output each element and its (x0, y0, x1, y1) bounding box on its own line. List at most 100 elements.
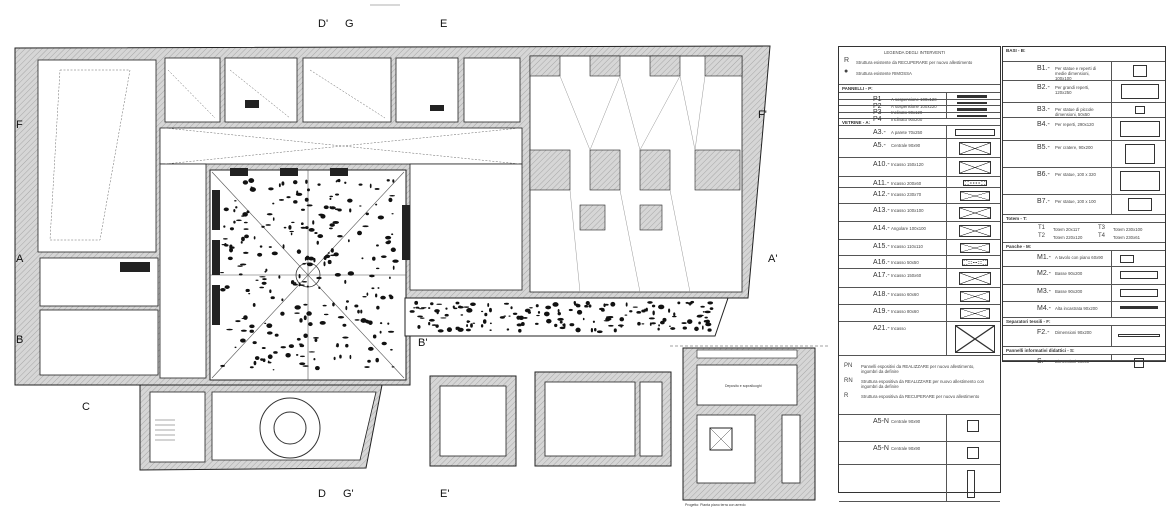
legend-description: Per grandi reperti, 120x250 (1055, 85, 1090, 95)
panel-symbol-icon (957, 101, 987, 104)
display-cases (120, 100, 444, 325)
legend-description: Basse 90x200 (1055, 289, 1083, 294)
portico-vegetation (409, 300, 714, 334)
legend-symbol-cell (946, 442, 1000, 464)
legend-code: B3.- (1037, 106, 1050, 113)
base-symbol-icon (1120, 121, 1160, 137)
legend-symbol-cell (946, 305, 1000, 321)
legend-description: Centrale 90x90 (891, 446, 921, 451)
panel-symbol-icon (957, 95, 987, 98)
legend-row: F2.-Dimensioni 90x200 (1003, 326, 1165, 347)
legend-symbol-cell (1111, 267, 1165, 284)
note-code: RN (844, 378, 853, 384)
legend-description: Dimensioni 90x90 (1055, 359, 1090, 364)
display-case-symbol-icon (955, 129, 995, 136)
legend-symbol-cell (1111, 168, 1165, 194)
legend-code: A16.- (873, 259, 890, 266)
legend-code: A5-N (873, 418, 889, 425)
legend-description: Incasso 100x100 (891, 208, 924, 213)
base-symbol-icon (1121, 84, 1159, 99)
totem-text: Totem 20x117 (1053, 227, 1080, 232)
section-mark: B (16, 334, 23, 346)
legend-description: Dimensioni 90x200 (1055, 330, 1092, 335)
section-mark: F (16, 119, 23, 131)
base-symbol-icon (1133, 65, 1147, 77)
legend-symbol-cell (1111, 141, 1165, 167)
legend-code: B7.- (1037, 198, 1050, 205)
legend-row: A11.-Incasso 200x60 (839, 177, 1000, 188)
display-case-symbol-icon (959, 225, 991, 237)
legend-description: Per statue, 100 x 320 (1055, 172, 1096, 177)
legend-row: A14.-Angolare 100x100 (839, 222, 1000, 240)
legend-row: A3.-A parete 70x250 (839, 126, 1000, 139)
legend-description: Incasso 200x60 (891, 181, 922, 186)
legend-symbol-cell (946, 139, 1000, 157)
note-text: Struttura esistente da RECUPERARE per nu… (856, 60, 973, 65)
panel-symbol-icon (957, 108, 987, 111)
display-case-symbol-icon (967, 447, 979, 459)
legend-code: A13.- (873, 207, 890, 214)
stair (155, 419, 175, 441)
legend-code: B2.- (1037, 84, 1050, 91)
legend-symbol-cell (946, 269, 1000, 287)
legend-row: A13.-Incasso 100x100 (839, 204, 1000, 222)
display-case-symbol-icon (962, 259, 988, 266)
portico (404, 297, 729, 337)
legend-symbol-cell (946, 158, 1000, 176)
legend-description: Basse 90x200 (1055, 271, 1083, 276)
legend-code: P1 (873, 96, 882, 103)
legend-code: A19.- (873, 308, 890, 315)
legend-description: Per statue di piccole dimensioni, 50x50 (1055, 107, 1094, 117)
legend-section-header: Pannelli informativi didattici - S: (1003, 347, 1165, 355)
legend-row: B5.-Per cratere, 90x200 (1003, 141, 1165, 168)
legend-symbol-cell (1111, 326, 1165, 346)
legend-code: A17.- (873, 272, 890, 279)
legend-row: B3.- Per statue di piccole dimensioni, 50… (1003, 103, 1165, 118)
legend-description: Per statue, 100 x 100 (1055, 199, 1096, 204)
totem-text: Totem 230x61 (1113, 235, 1140, 240)
legend-description: Angolare 100x100 (891, 226, 926, 231)
legend-description: Centrale 90x90 (891, 143, 921, 148)
legend-row: A16.-Incasso 50x50 (839, 256, 1000, 269)
legend-symbol-cell (946, 256, 1000, 268)
section-title: Totem - T: (1006, 216, 1027, 221)
note-text: Struttura espositiva da REALIZZARE per n… (861, 379, 984, 389)
legend-code: A5.- (873, 142, 886, 149)
section-mark: G' (343, 488, 354, 500)
legend-code: A3.- (873, 129, 886, 136)
display-case-symbol-icon (959, 308, 991, 319)
legend-row: A17.-Incasso 150x60 (839, 269, 1000, 288)
legend-row (839, 465, 1000, 502)
display-case-symbol-icon (958, 272, 992, 285)
legend-description: Incasso 50x50 (891, 260, 919, 265)
legend-code: P2 (873, 102, 882, 110)
plan-caption: Progetto: Pianta piano terra con arredo (685, 503, 746, 507)
display-case-symbol-icon (958, 142, 992, 155)
base-symbol-icon (1128, 198, 1152, 211)
legend-description: Incasso 110x110 (891, 244, 923, 249)
legend-row: B6.-Per statue, 100 x 320 (1003, 168, 1165, 195)
legend-row: A18.-Incasso 60x60 (839, 288, 1000, 305)
display-case-symbol-icon (959, 207, 991, 219)
legend-row: B1.-Per statue e reperti di medie dimens… (1003, 62, 1165, 81)
legend-symbol-cell (946, 322, 1000, 355)
legend-description: Inclinato 90x200 (891, 116, 923, 122)
legend-symbol-cell (1111, 285, 1165, 301)
note-code: PN (844, 363, 853, 369)
section-mark: A (16, 253, 24, 265)
legend-code: M3.- (1037, 288, 1051, 295)
legend-description: Incasso 80x60 (891, 309, 919, 314)
legend-symbol-cell (946, 415, 1000, 441)
legend-section-header: PANNELLI - P: (839, 85, 1000, 93)
section-mark: E' (440, 488, 449, 500)
legend-row: M3.- Basse 90x200 (1003, 285, 1165, 302)
info-panel-symbol-icon (1134, 358, 1144, 368)
legend-code: A12.- (873, 191, 890, 198)
legend-code: A5-N (873, 445, 889, 452)
legend-symbol-cell (946, 126, 1000, 138)
